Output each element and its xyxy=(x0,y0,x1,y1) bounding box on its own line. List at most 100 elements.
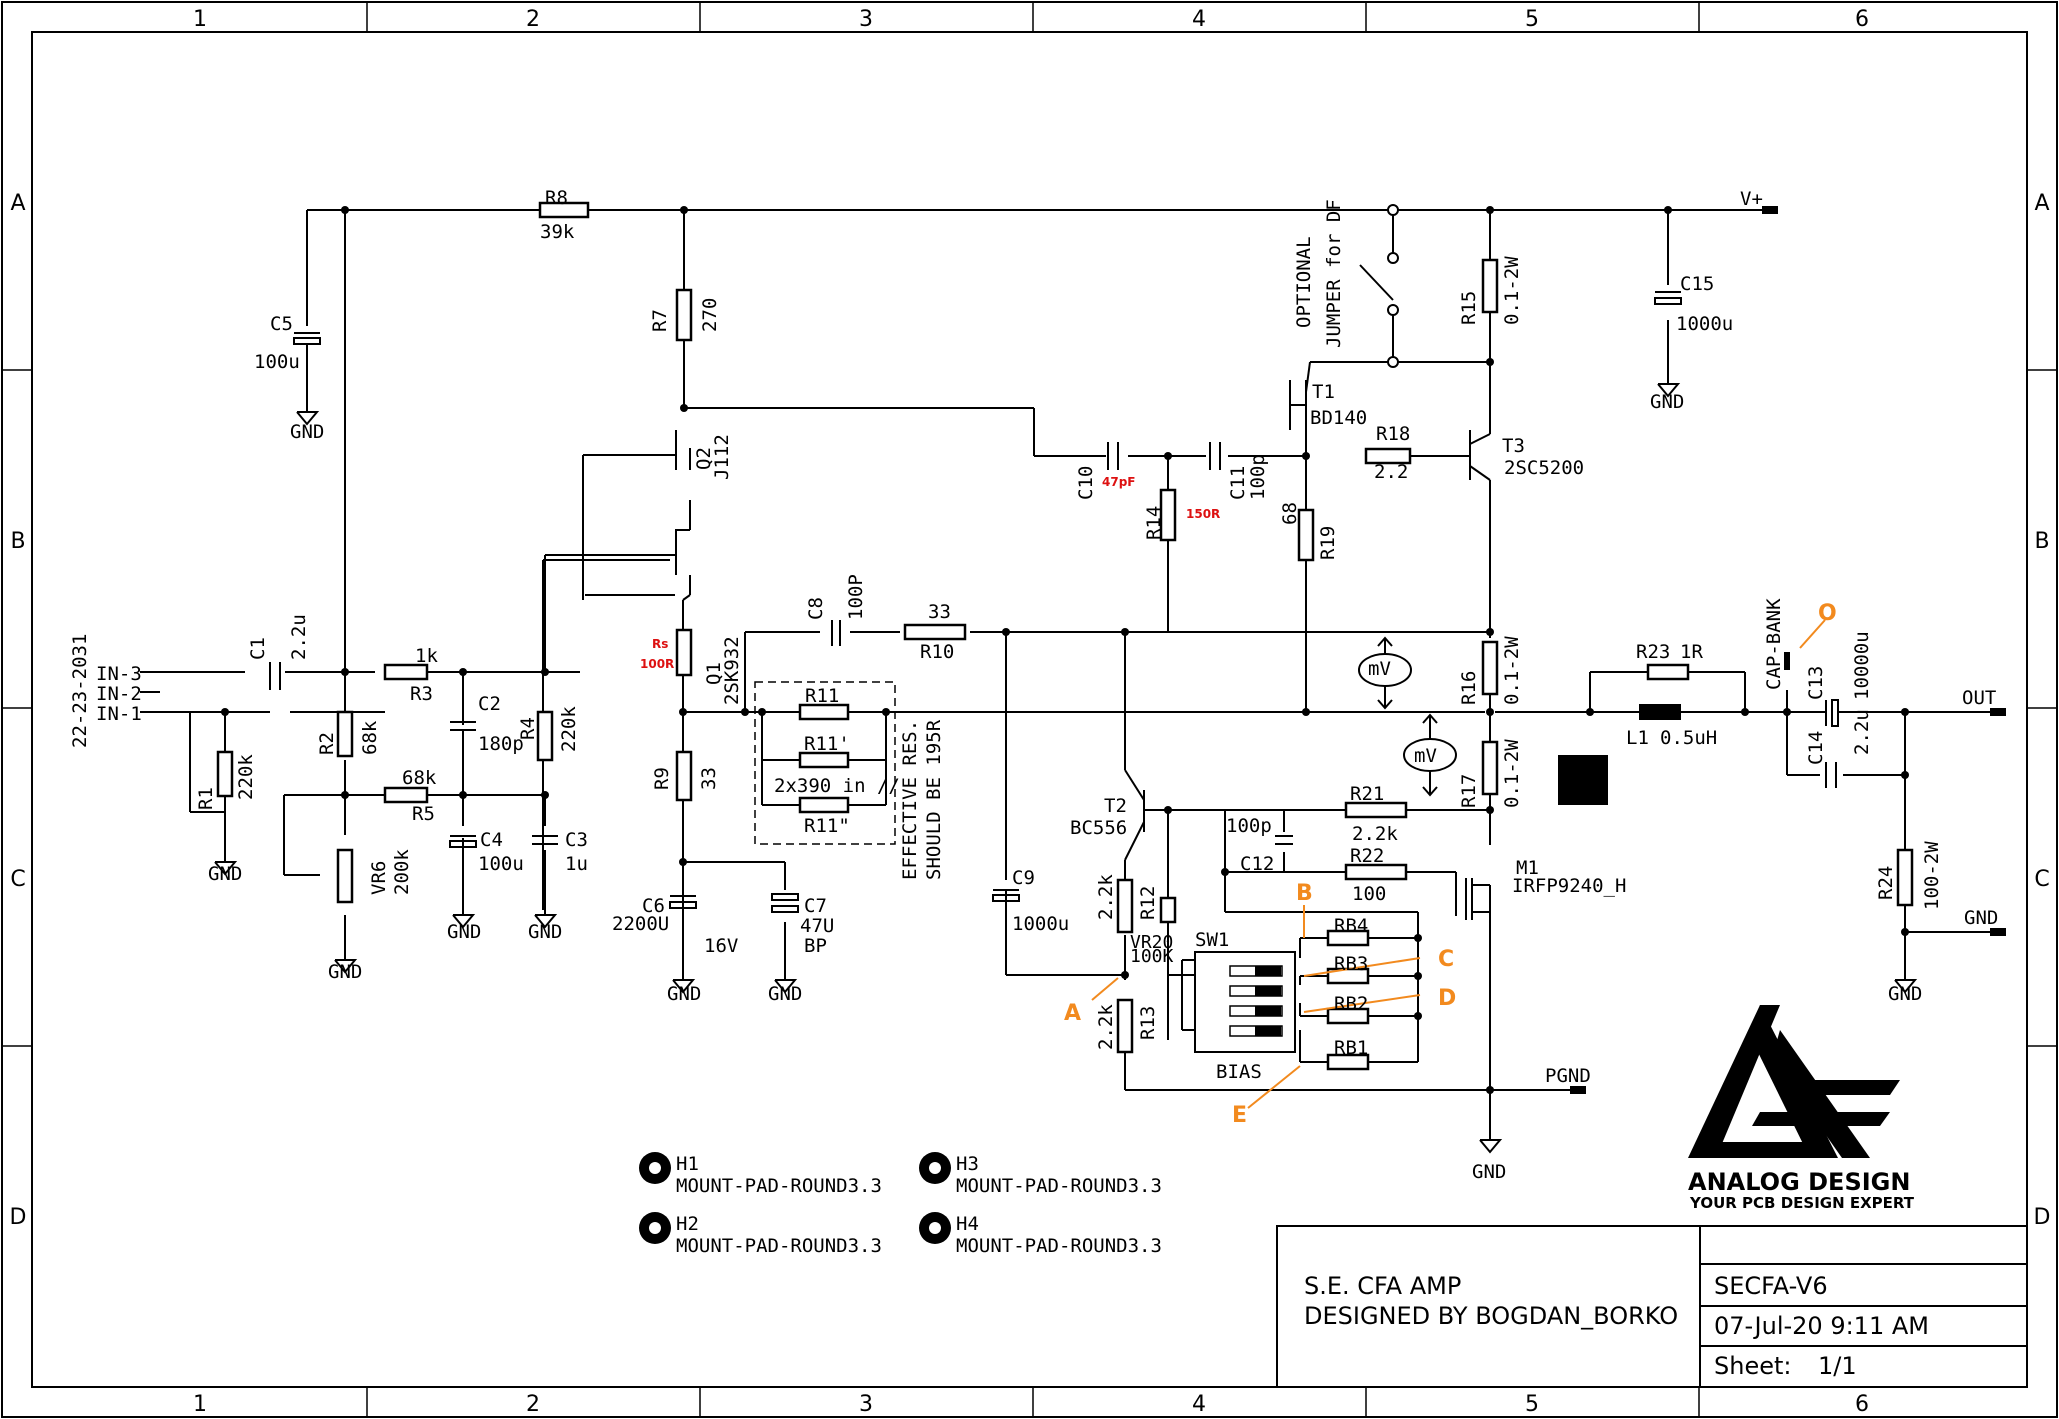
ref-label: R8 xyxy=(545,187,568,209)
ref-label: R11" xyxy=(804,815,850,837)
resistor-r12 xyxy=(1116,878,1134,934)
value-label: 1k xyxy=(415,645,438,667)
resistor-r21 xyxy=(1344,801,1408,819)
ref-label: C10 xyxy=(1075,466,1097,500)
value-label: 100 xyxy=(1352,883,1386,905)
col-label-bottom: 5 xyxy=(1525,1392,1539,1417)
value-label: 220k xyxy=(235,754,257,800)
marker-o: O xyxy=(1818,601,1837,626)
ref-label: R3 xyxy=(410,683,433,705)
value-label: 1u xyxy=(565,853,588,875)
resistor-r7 xyxy=(675,288,693,342)
ref-label: R19 xyxy=(1317,526,1339,560)
resistor-r13 xyxy=(1116,998,1134,1054)
value-label: 10000u xyxy=(1851,631,1873,700)
resistor-r11-double-prime xyxy=(798,796,850,814)
resistor-r9 xyxy=(675,750,693,802)
col-label-bottom: 3 xyxy=(859,1392,873,1417)
col-label-top: 4 xyxy=(1192,7,1206,32)
mv-meters xyxy=(1358,636,1457,797)
marker-d: D xyxy=(1438,986,1456,1011)
connector-part-label: 22-23-2031 xyxy=(69,634,91,748)
dip-switch-sw1 xyxy=(1194,951,1296,1053)
value-label: 100u xyxy=(254,351,300,373)
value-label: 100u xyxy=(478,853,524,875)
resistor-r1 xyxy=(216,750,234,798)
row-label-right: D xyxy=(2034,1205,2051,1230)
marker-e: E xyxy=(1232,1103,1247,1128)
value-label: 100P xyxy=(845,574,867,620)
out-label: OUT xyxy=(1962,687,1996,709)
resistor-r22 xyxy=(1344,863,1408,881)
ref-label: R10 xyxy=(920,641,954,663)
value-label: 0.1-2W xyxy=(1501,739,1523,808)
mv-label: mV xyxy=(1368,658,1391,680)
value-label: 2.2k xyxy=(1352,823,1398,845)
gnd-label: GND xyxy=(768,983,802,1005)
ref-label: RB3 xyxy=(1334,953,1368,975)
value-label: 2SK932 xyxy=(721,636,743,705)
marker-a: A xyxy=(1064,1001,1081,1026)
resistor-r2 xyxy=(336,710,354,758)
ref-label: RB1 xyxy=(1334,1037,1368,1059)
ref-label: T2 xyxy=(1104,795,1127,817)
value-label: 2.2 xyxy=(1374,461,1408,483)
ref-label: C3 xyxy=(565,829,588,851)
ref-label: R14 xyxy=(1143,506,1165,540)
ref-label: C11 xyxy=(1227,466,1249,500)
ref-label: H4 xyxy=(956,1213,979,1235)
row-label-left: C xyxy=(10,867,25,892)
col-label-bottom: 4 xyxy=(1192,1392,1206,1417)
ref-label: C4 xyxy=(480,829,503,851)
note-text: EFFECTIVE RES. xyxy=(899,720,921,880)
value-label: 0.1-2W xyxy=(1501,636,1523,705)
value-label: IRFP9240_H xyxy=(1512,875,1626,897)
note-text: JUMPER for DF xyxy=(1323,199,1345,348)
ref-label: T1 xyxy=(1312,381,1335,403)
junction-dots xyxy=(221,206,1909,1094)
value-label: 270 xyxy=(699,298,721,332)
ref-label: R1 xyxy=(195,787,217,810)
designer-name: DESIGNED BY BOGDAN_BORKO xyxy=(1304,1302,1678,1330)
value-label: 1R xyxy=(1680,641,1703,663)
value-label: 200k xyxy=(391,849,413,895)
mv-label: mV xyxy=(1414,745,1437,767)
resistor-rs xyxy=(675,628,693,677)
col-label-top: 5 xyxy=(1525,7,1539,32)
sheet-number: 1/1 xyxy=(1818,1352,1857,1380)
row-label-right: B xyxy=(2034,529,2049,554)
gnd-label: GND xyxy=(290,421,324,443)
ref-label: R24 xyxy=(1875,866,1897,900)
resistor-r24 xyxy=(1896,848,1914,907)
wires xyxy=(140,209,1990,1140)
resistor-r23 xyxy=(1646,663,1690,681)
value-label: 47U xyxy=(800,915,834,937)
value-label: 220k xyxy=(558,706,580,752)
resistor-r5 xyxy=(383,786,429,804)
vplus-label: V+ xyxy=(1740,188,1763,210)
logo-tagline: YOUR PCB DESIGN EXPERT xyxy=(1689,1194,1915,1212)
row-label-right: C xyxy=(2034,867,2049,892)
ref-label: R2 xyxy=(316,732,338,755)
value-label: 16V xyxy=(704,935,738,957)
value-label: MOUNT-PAD-ROUND3.3 xyxy=(676,1175,882,1197)
resistor-r17 xyxy=(1481,740,1499,796)
resistor-r4 xyxy=(536,710,554,762)
logo-name: ANALOG DESIGN xyxy=(1688,1168,1910,1196)
ref-label: R17 xyxy=(1458,774,1480,808)
col-label-bottom: 1 xyxy=(193,1392,207,1417)
value-label: BC556 xyxy=(1070,817,1127,839)
col-label-top: 2 xyxy=(526,7,540,32)
document-id: SECFA-V6 xyxy=(1714,1272,1828,1300)
gnd-label: GND xyxy=(1888,983,1922,1005)
ref-label: C15 xyxy=(1680,273,1714,295)
resistor-r16 xyxy=(1481,640,1499,696)
ref-label: RB2 xyxy=(1334,993,1368,1015)
cap-bank-label: CAP-BANK xyxy=(1763,598,1785,690)
col-label-top: 3 xyxy=(859,7,873,32)
ref-label: H1 xyxy=(676,1153,699,1175)
col-label-top: 6 xyxy=(1855,7,1869,32)
resistor-bodies xyxy=(216,201,1914,1071)
ref-label: R11' xyxy=(804,733,850,755)
ref-label: R18 xyxy=(1376,423,1410,445)
